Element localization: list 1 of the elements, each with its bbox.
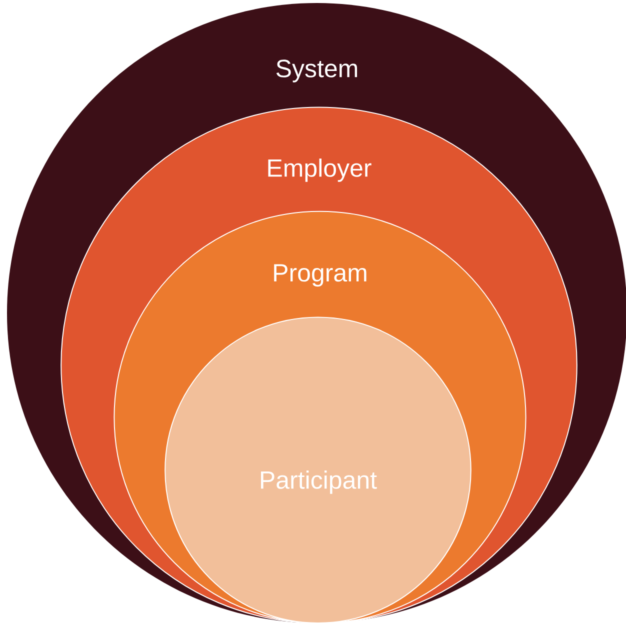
circle-region: Participant: [164, 316, 472, 624]
